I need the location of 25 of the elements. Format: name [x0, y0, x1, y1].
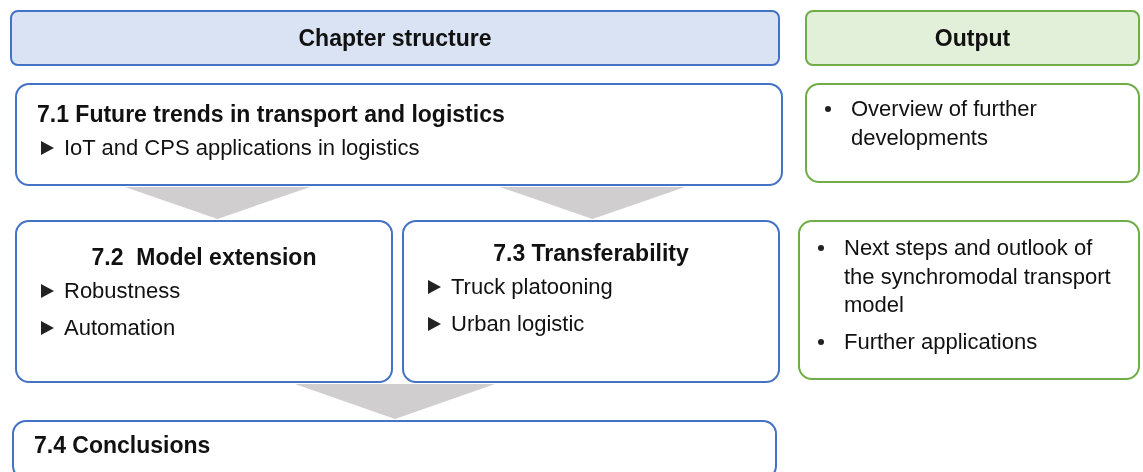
chevron-arrow	[125, 187, 310, 220]
bullet-text: Urban logistic	[451, 309, 585, 338]
section-heading: 7.3 Transferability	[492, 240, 690, 267]
chevron-arrow	[500, 187, 685, 220]
bullet-text: Truck platooning	[451, 273, 613, 301]
section-heading: 7.2 Model extension	[90, 244, 318, 271]
output-box	[805, 83, 1140, 183]
section-heading: 7.4 Conclusions	[34, 432, 212, 459]
bullet-text: Automation	[64, 313, 176, 342]
bullet-text: Overview of further developments	[851, 95, 1038, 152]
section-box	[12, 420, 777, 472]
column-heading: Output	[934, 24, 1011, 52]
header-box	[10, 10, 780, 66]
bullet-text: IoT and CPS applications in logistics	[64, 134, 420, 162]
section-box	[15, 220, 393, 383]
section-box	[15, 83, 783, 186]
bullet-text: Next steps and outlook of the synchromodal transport model	[844, 234, 1112, 320]
section-heading: 7.1 Future trends in transport and logistics	[37, 101, 506, 128]
output-box	[798, 220, 1140, 380]
column-heading: Chapter structure	[298, 24, 492, 52]
chevron-arrow	[295, 384, 495, 420]
section-box	[402, 220, 780, 383]
bullet-text: Further applications	[844, 327, 1038, 356]
bullet-text: Robustness	[64, 277, 181, 305]
header-box	[805, 10, 1140, 66]
